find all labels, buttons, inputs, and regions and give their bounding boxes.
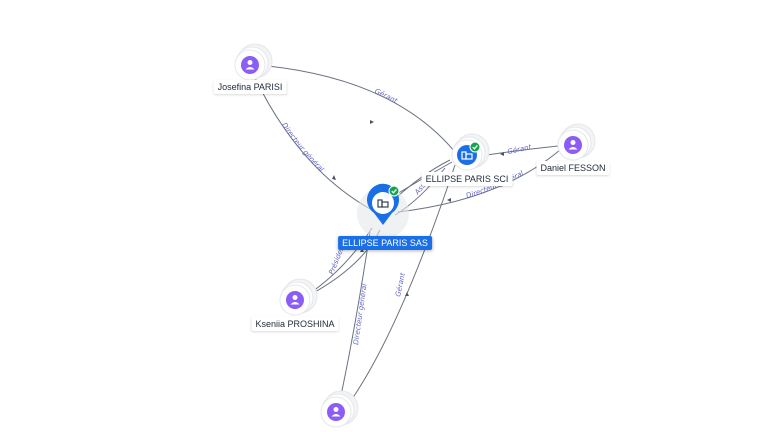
arrow-bottom-sci	[405, 292, 409, 296]
edge-arrows	[332, 120, 504, 296]
node-ellipse-paris-sas[interactable]	[357, 183, 409, 239]
node-kseniia[interactable]	[279, 278, 318, 316]
verified-check-icon	[388, 185, 400, 197]
arrow-daniel-sci	[500, 152, 504, 156]
arrow-josefina-sci	[370, 120, 374, 124]
arrow-bottom-sas	[360, 248, 364, 252]
node-bottom-person[interactable]	[320, 390, 359, 428]
edge-label-josefina-sci: Gérant	[373, 87, 399, 105]
arrow-daniel-sas	[447, 198, 451, 202]
person-icon	[286, 291, 304, 309]
edge-label-josefina-sas: Directeur général	[280, 121, 325, 173]
edge-josefina-sas[interactable]	[254, 77, 373, 211]
node-label-josefina[interactable]: Josefina PARISI	[213, 80, 287, 94]
edge-label-daniel-sci: Gérant	[507, 143, 532, 156]
node-label-daniel[interactable]: Daniel FESSON	[536, 161, 610, 175]
verified-check-icon	[469, 141, 481, 153]
person-icon	[564, 136, 582, 154]
edge-bottom-sas[interactable]	[339, 231, 371, 401]
edge-label-bottom-sas: Directeur général	[352, 283, 368, 345]
node-label-ellipse-paris-sas[interactable]: ELLIPSE PARIS SAS	[338, 236, 432, 250]
node-label-kseniia[interactable]: Kseniia PROSHINA	[251, 317, 339, 331]
node-label-ellipse-paris-sci[interactable]: ELLIPSE PARIS SCI	[421, 172, 513, 186]
edges-layer	[254, 65, 561, 403]
node-ellipse-paris-sci[interactable]	[451, 133, 490, 171]
building-icon	[377, 199, 389, 208]
node-daniel[interactable]	[557, 123, 596, 161]
person-icon	[241, 56, 259, 74]
node-josefina[interactable]	[234, 43, 273, 81]
person-icon	[327, 403, 345, 421]
arrow-josefina-sas	[332, 175, 336, 180]
edge-label-bottom-sci: Gérant	[394, 272, 407, 297]
